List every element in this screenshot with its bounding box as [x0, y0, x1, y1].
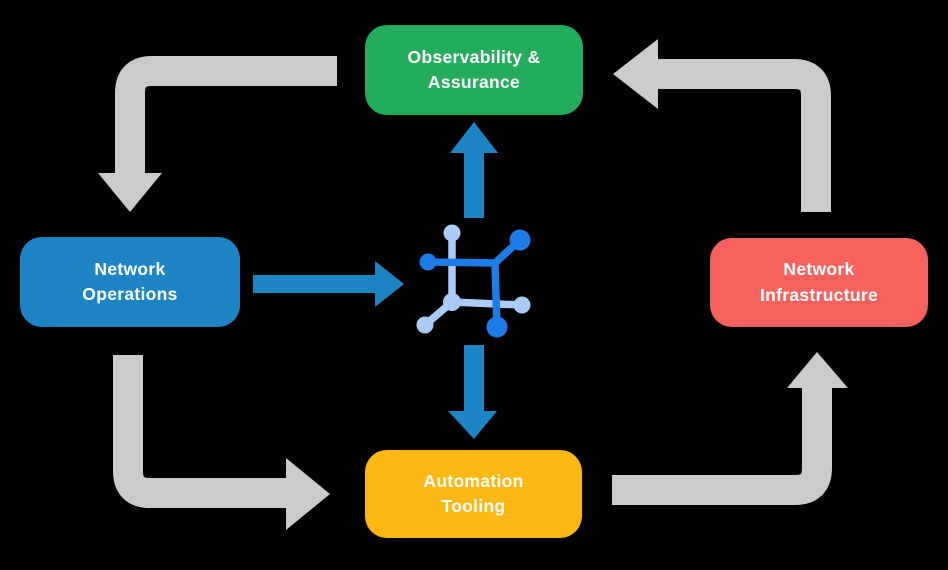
- node-observability-assurance: Observability & Assurance: [365, 25, 583, 115]
- node-label-line: Infrastructure: [760, 284, 878, 305]
- arrow-infrastructure-to-observability: [613, 39, 831, 212]
- arrow-operations-to-automation: [113, 355, 330, 530]
- arrow-center-to-automation: [448, 345, 497, 439]
- arrow-center-to-observability: [450, 122, 498, 218]
- node-label-line: Tooling: [441, 496, 506, 516]
- node-network-infrastructure: Network Infrastructure: [710, 238, 928, 327]
- node-label-line: Network: [94, 258, 166, 279]
- arrow-automation-to-infrastructure: [612, 352, 848, 505]
- node-label-line: Network: [783, 259, 855, 280]
- node-label-line: Automation: [423, 470, 524, 491]
- node-automation-tooling: Automation Tooling: [365, 450, 582, 538]
- node-network-operations: Network Operations: [20, 237, 240, 327]
- node-label-line: Operations: [82, 284, 178, 304]
- network-mesh-icon: [416, 224, 531, 338]
- arrow-observability-to-operations: [98, 56, 337, 212]
- node-label-line: Observability &: [407, 46, 541, 67]
- node-label-line: Assurance: [427, 72, 521, 92]
- arrow-operations-to-center: [253, 261, 404, 307]
